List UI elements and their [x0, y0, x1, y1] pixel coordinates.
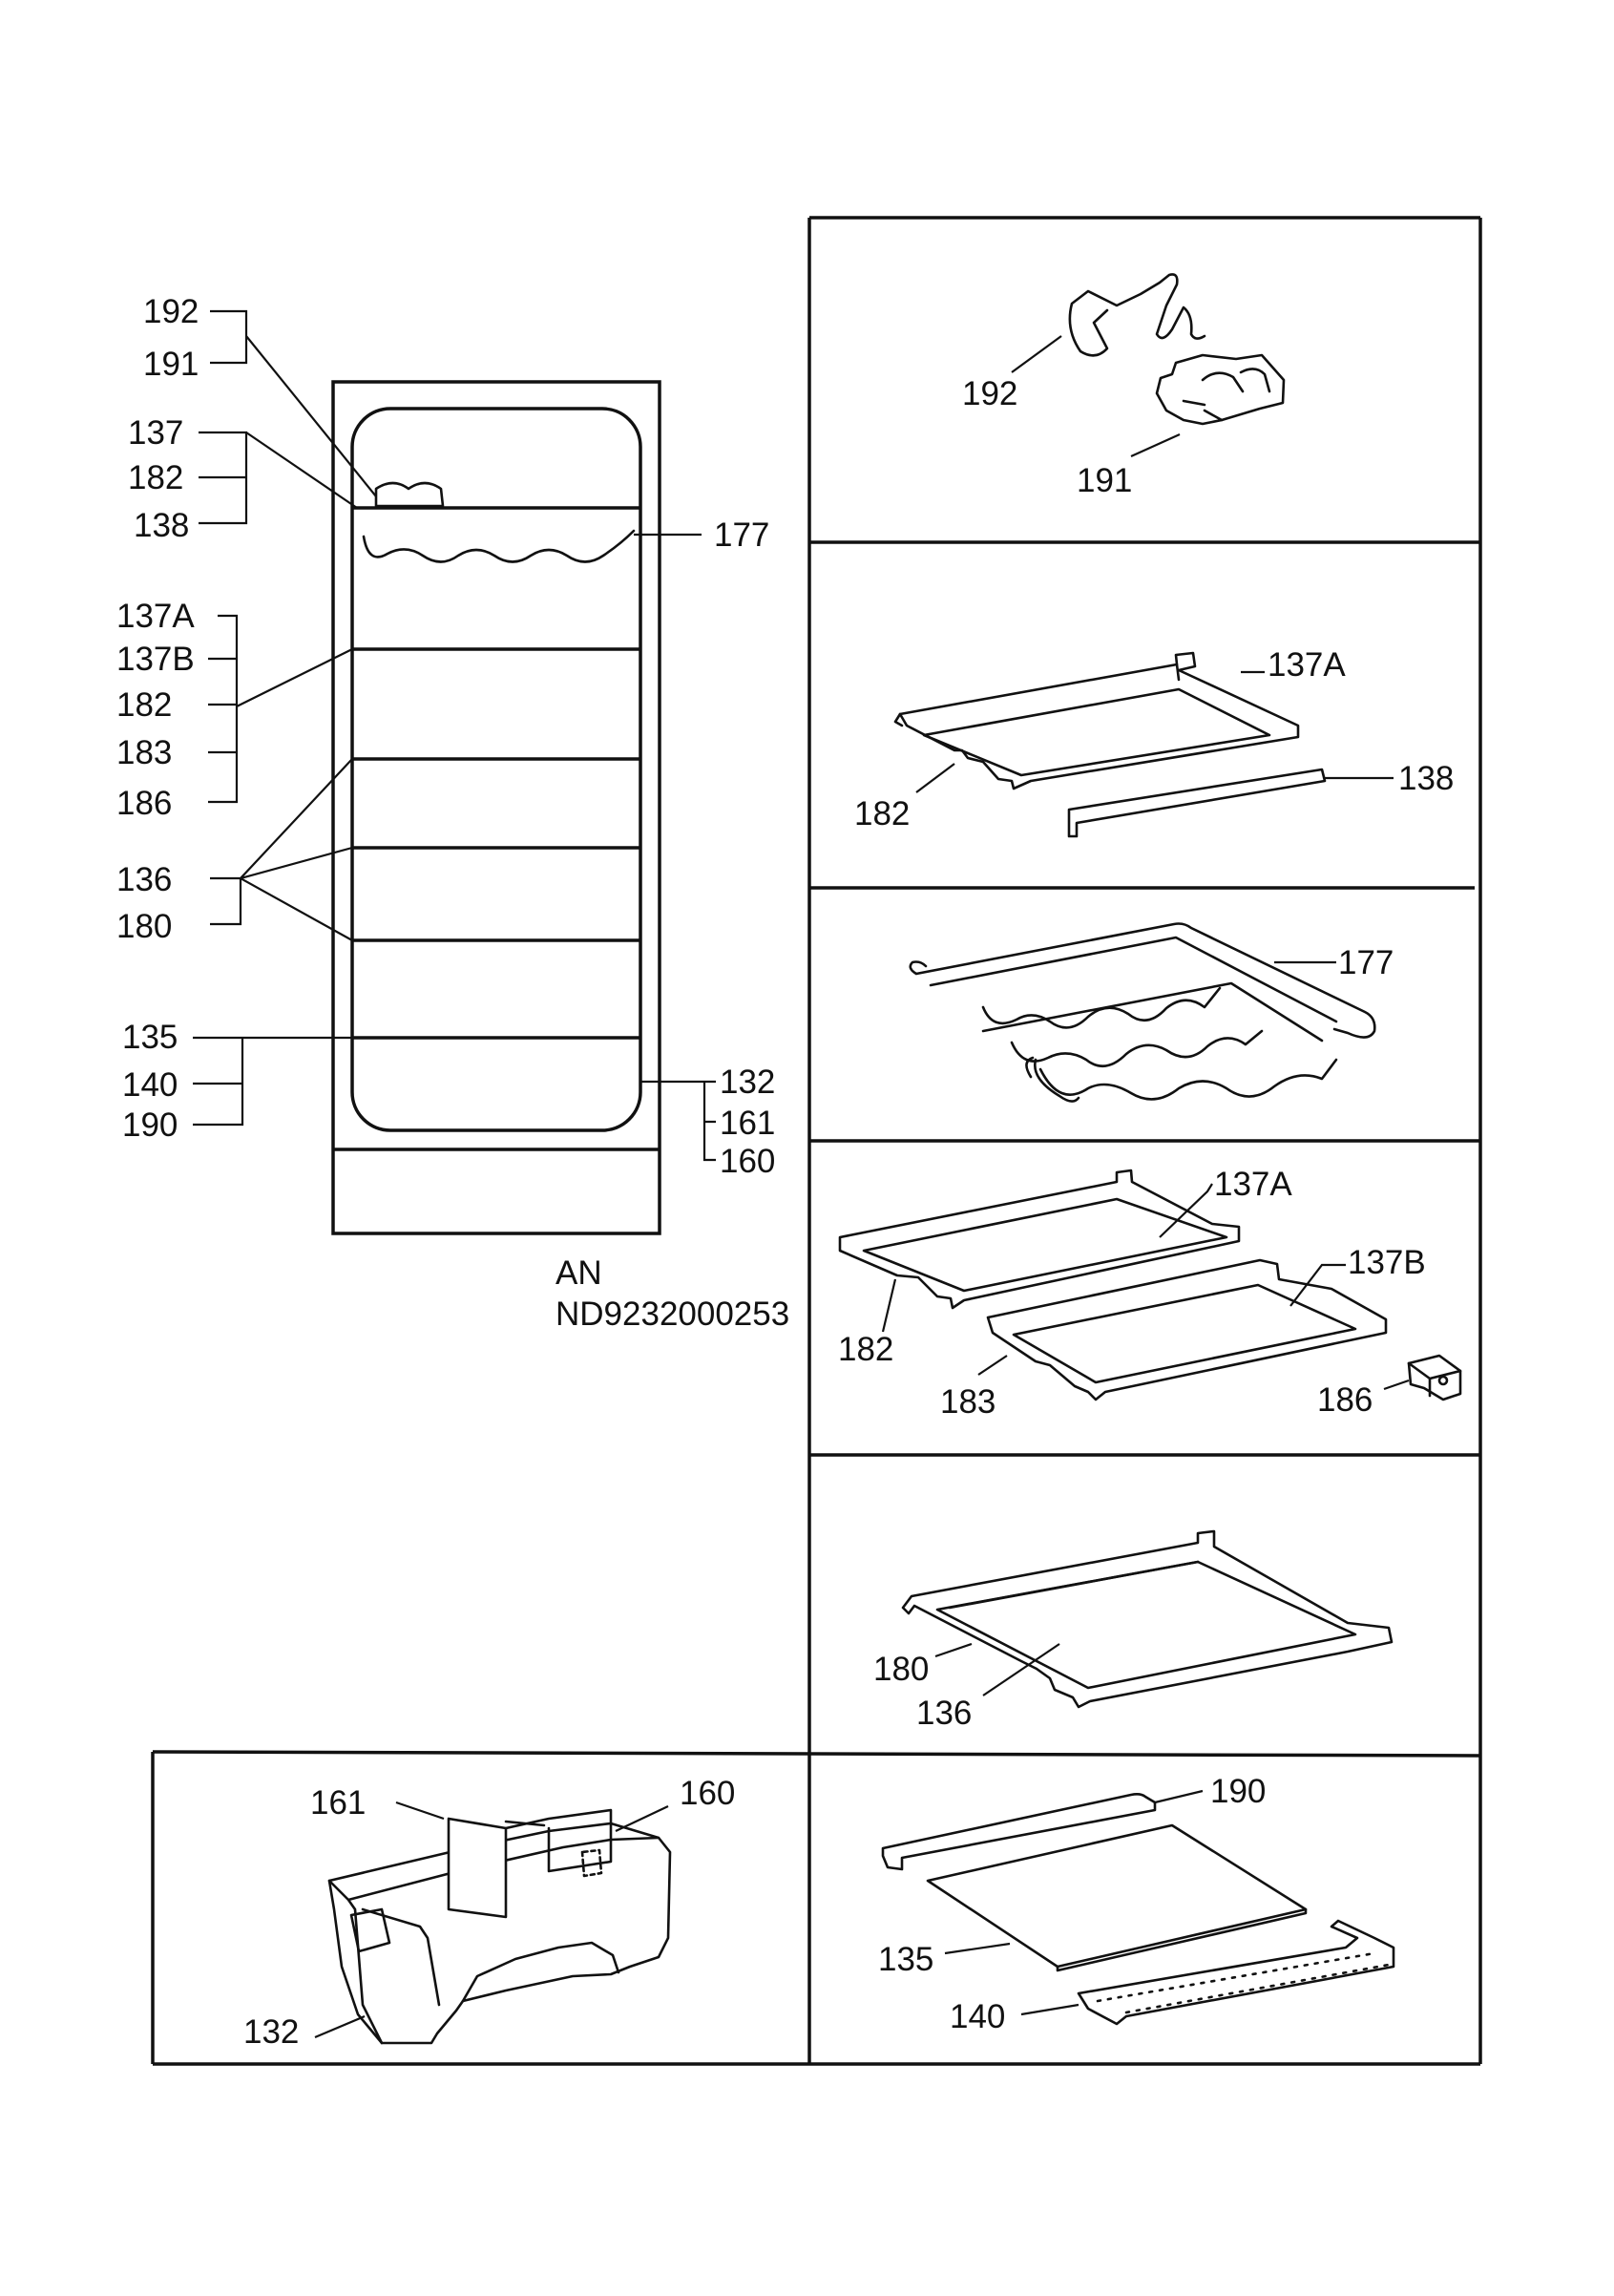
label-177: 177 — [1338, 944, 1394, 981]
label-161: 161 — [310, 1784, 366, 1822]
label-182: 182 — [854, 795, 910, 832]
leader-191 — [1130, 432, 1181, 458]
callout-label: 160 — [720, 1143, 775, 1180]
divider-161 — [447, 1817, 508, 1919]
wire-clip-192 — [1068, 273, 1206, 357]
leader-160 — [615, 1805, 669, 1832]
callout-label: 138 — [134, 507, 189, 544]
panel-crisper: 161 160 132 — [243, 1775, 735, 2051]
bracket-191 — [1155, 353, 1286, 426]
shelf-frame-137b — [986, 1258, 1388, 1401]
leader-135-140-190 — [193, 1036, 352, 1127]
callout-label: 135 — [122, 1019, 178, 1056]
leader-132 — [314, 2014, 366, 2039]
panel-grid — [151, 216, 1482, 2066]
callout-label: 186 — [116, 785, 172, 822]
callout-label: 182 — [116, 686, 172, 724]
divider-160 — [504, 1808, 613, 1873]
label-190: 190 — [1210, 1773, 1266, 1810]
label-183: 183 — [940, 1383, 996, 1421]
label-182-split: 182 — [838, 1331, 893, 1368]
overview-right-callouts: 177 132 161 160 — [634, 516, 775, 1180]
leader-186 — [1383, 1379, 1410, 1391]
label-160: 160 — [680, 1775, 735, 1812]
panel-wine-rack: 177 — [909, 922, 1394, 1103]
trim-strip-140 — [1077, 1919, 1395, 2026]
trim-strip-138 — [1067, 768, 1327, 838]
leader-182 — [915, 763, 955, 793]
label-191: 191 — [1077, 462, 1132, 499]
glass-plate-135 — [926, 1823, 1308, 1969]
leader-183 — [977, 1355, 1008, 1376]
panel-bottom-shelf: 190 135 140 — [878, 1773, 1395, 2035]
label-180: 180 — [873, 1651, 929, 1688]
caption-line1: AN — [555, 1254, 602, 1292]
callout-label: 137 — [128, 414, 183, 452]
callout-label: 191 — [143, 346, 199, 383]
wine-rack-177 — [909, 922, 1376, 1039]
callout-label: 136 — [116, 861, 172, 898]
panel-shelf-a: 137A 182 138 — [854, 646, 1454, 838]
panel-clip-bracket: 192 191 — [962, 273, 1286, 499]
crisper-drawer-132 — [327, 1822, 672, 2045]
callout-label: 161 — [720, 1105, 775, 1142]
panel-glass-shelf: 180 136 — [873, 1529, 1394, 1732]
leader-137b — [1289, 1263, 1346, 1307]
label-132: 132 — [243, 2013, 299, 2051]
leader-192-191 — [210, 309, 377, 497]
label-140: 140 — [950, 1998, 1005, 2035]
leader-190 — [1154, 1789, 1204, 1804]
cabinet-overview — [331, 380, 661, 1235]
callout-label: 180 — [116, 908, 172, 945]
leader-192 — [1011, 335, 1062, 373]
overview-left-callouts: 192 191 137 182 138 137A 137B 182 183 18… — [116, 293, 377, 1144]
callout-label: 132 — [720, 1064, 775, 1101]
label-192: 192 — [962, 375, 1017, 412]
leader-136-180 — [210, 758, 353, 941]
label-135: 135 — [878, 1941, 933, 1978]
overview-clip — [374, 481, 445, 508]
callout-label: 190 — [122, 1106, 178, 1144]
callout-label: 177 — [714, 516, 769, 554]
label-137a-split: 137A — [1214, 1166, 1292, 1203]
callout-label: 137A — [116, 598, 195, 635]
cabinet-outline — [331, 380, 661, 1235]
overview-wine-rack — [362, 529, 636, 563]
trim-strip-190 — [881, 1793, 1157, 1871]
leader-136 — [982, 1643, 1060, 1696]
caption-line2: ND9232000253 — [555, 1295, 789, 1333]
panel-split-shelf: 137A 137B 182 183 186 — [838, 1166, 1462, 1421]
label-136: 136 — [916, 1695, 972, 1732]
label-137b: 137B — [1348, 1244, 1426, 1281]
leader-180 — [934, 1642, 973, 1658]
leader-137a-split — [1159, 1183, 1213, 1238]
callout-label: 137B — [116, 641, 195, 678]
leader-135 — [944, 1942, 1011, 1955]
leader-shelf-group — [208, 614, 353, 804]
leader-140 — [1020, 2003, 1079, 2016]
cabinet-liner — [350, 407, 642, 1132]
callout-label: 192 — [143, 293, 199, 330]
leader-182-split — [881, 1278, 897, 1333]
callout-label: 183 — [116, 734, 172, 771]
callout-label: 182 — [128, 459, 183, 496]
leader-137-182-138 — [199, 431, 358, 525]
label-137a: 137A — [1268, 646, 1346, 684]
callout-label: 140 — [122, 1066, 178, 1104]
leader-132-161-160 — [640, 1080, 716, 1162]
label-138: 138 — [1398, 760, 1454, 797]
shelf-frame-137a-split — [838, 1169, 1241, 1310]
label-186: 186 — [1317, 1381, 1373, 1419]
leader-161 — [395, 1801, 445, 1821]
glass-shelf-136 — [901, 1529, 1394, 1709]
